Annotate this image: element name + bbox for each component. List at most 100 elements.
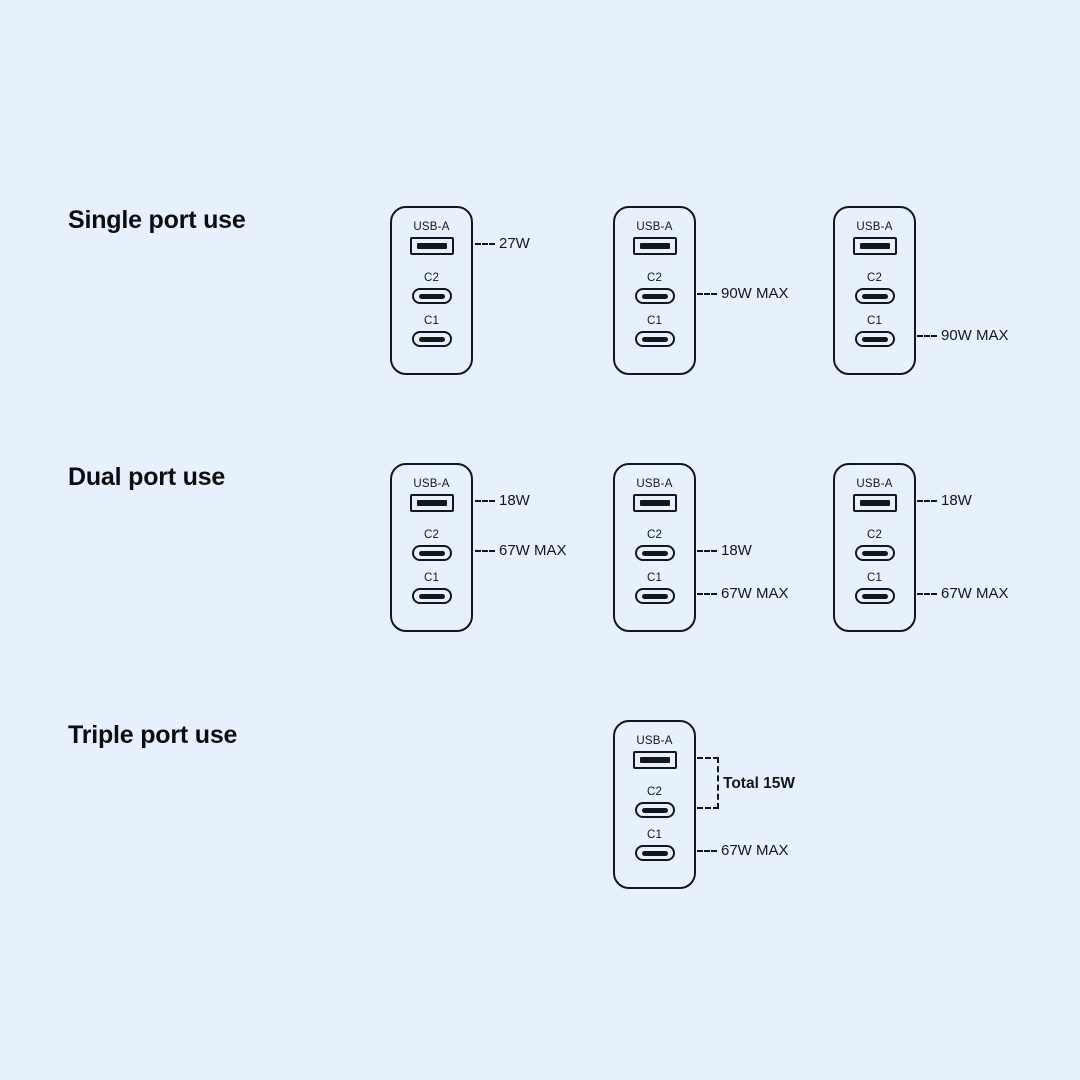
usb-c-pin xyxy=(641,807,668,813)
usb-c-pin xyxy=(641,593,668,599)
usb-a-port-label: USB-A xyxy=(636,735,673,747)
usb-c-pin xyxy=(861,293,888,299)
usb-c-pin xyxy=(641,293,668,299)
usb-c-port-icon xyxy=(411,331,452,347)
charger-dual-2: USB-A C2 C1 xyxy=(613,463,696,632)
usb-c-port-icon xyxy=(634,331,675,347)
dashed-connector xyxy=(917,593,937,595)
usb-c-port-icon xyxy=(411,588,452,604)
usb-a-port-group: USB-A xyxy=(852,477,897,512)
charger-dual-3: USB-A C2 C1 xyxy=(833,463,916,632)
section-title-dual-port: Dual port use xyxy=(68,463,226,491)
usb-a-port-group: USB-A xyxy=(632,220,677,255)
power-annotation-total: Total 15W xyxy=(723,775,795,793)
usb-a-pin xyxy=(639,757,670,763)
usb-a-port-label: USB-A xyxy=(856,221,893,233)
power-value: 67W MAX xyxy=(941,585,1009,602)
c2-port-label: C2 xyxy=(866,272,883,284)
usb-a-port-icon xyxy=(632,237,677,255)
usb-c2-port-group: C2 xyxy=(634,271,675,304)
usb-c-pin xyxy=(861,550,888,556)
usb-c2-port-group: C2 xyxy=(411,271,452,304)
dashed-connector xyxy=(697,850,717,852)
c1-port-label: C1 xyxy=(423,572,440,584)
power-value: 90W MAX xyxy=(721,285,789,302)
usb-c-port-icon xyxy=(411,288,452,304)
usb-c-pin xyxy=(418,336,445,342)
power-annotation: 67W MAX xyxy=(917,585,1009,603)
usb-a-pin xyxy=(859,500,890,506)
usb-c-pin xyxy=(418,293,445,299)
usb-a-pin xyxy=(859,243,890,249)
power-annotation: 27W xyxy=(475,235,530,253)
charger-single-2: USB-A C2 C1 xyxy=(613,206,696,375)
c2-port-label: C2 xyxy=(646,529,663,541)
dashed-connector xyxy=(697,550,717,552)
charger-single-3: USB-A C2 C1 xyxy=(833,206,916,375)
usb-c1-port-group: C1 xyxy=(854,571,895,604)
usb-c-pin xyxy=(641,550,668,556)
power-annotation: 18W xyxy=(697,542,752,560)
usb-c2-port-group: C2 xyxy=(854,271,895,304)
usb-a-pin xyxy=(416,500,447,506)
usb-c-port-icon xyxy=(634,288,675,304)
power-annotation: 90W MAX xyxy=(697,285,789,303)
usb-a-pin xyxy=(416,243,447,249)
dashed-connector xyxy=(917,500,937,502)
c2-port-label: C2 xyxy=(423,529,440,541)
usb-a-port-icon xyxy=(409,494,454,512)
usb-a-pin xyxy=(639,500,670,506)
bracket-bottom-connector xyxy=(697,807,719,809)
c2-port-label: C2 xyxy=(646,272,663,284)
usb-a-pin xyxy=(639,243,670,249)
usb-c2-port-group: C2 xyxy=(634,528,675,561)
power-value: 67W MAX xyxy=(721,585,789,602)
dashed-connector xyxy=(697,293,717,295)
usb-c-pin xyxy=(641,850,668,856)
usb-c-port-icon xyxy=(634,845,675,861)
dashed-connector xyxy=(475,500,495,502)
usb-a-port-label: USB-A xyxy=(413,221,450,233)
usb-a-port-icon xyxy=(852,237,897,255)
c1-port-label: C1 xyxy=(866,315,883,327)
usb-c1-port-group: C1 xyxy=(854,314,895,347)
c1-port-label: C1 xyxy=(646,572,663,584)
usb-a-port-icon xyxy=(409,237,454,255)
usb-a-port-group: USB-A xyxy=(852,220,897,255)
power-annotation: 67W MAX xyxy=(475,542,567,560)
usb-c1-port-group: C1 xyxy=(411,571,452,604)
usb-c-pin xyxy=(418,593,445,599)
bracket-vertical-connector xyxy=(717,757,719,809)
power-value: 27W xyxy=(499,235,530,252)
c1-port-label: C1 xyxy=(866,572,883,584)
usb-c-port-icon xyxy=(411,545,452,561)
usb-c-port-icon xyxy=(634,588,675,604)
usb-a-port-group: USB-A xyxy=(632,477,677,512)
charger-dual-1: USB-A C2 C1 xyxy=(390,463,473,632)
usb-a-port-icon xyxy=(852,494,897,512)
usb-a-port-label: USB-A xyxy=(636,221,673,233)
power-value: 90W MAX xyxy=(941,327,1009,344)
power-value: 18W xyxy=(499,492,530,509)
usb-c1-port-group: C1 xyxy=(634,571,675,604)
usb-c2-port-group: C2 xyxy=(854,528,895,561)
power-value: 67W MAX xyxy=(499,542,567,559)
charger-triple: USB-A C2 C1 xyxy=(613,720,696,889)
usb-a-port-group: USB-A xyxy=(409,477,454,512)
usb-c1-port-group: C1 xyxy=(411,314,452,347)
usb-c-pin xyxy=(861,336,888,342)
power-value: 67W MAX xyxy=(721,842,789,859)
power-annotation: 18W xyxy=(475,492,530,510)
usb-c2-port-group: C2 xyxy=(411,528,452,561)
usb-c-pin xyxy=(861,593,888,599)
usb-c1-port-group: C1 xyxy=(634,314,675,347)
dashed-connector xyxy=(475,243,495,245)
dashed-connector xyxy=(917,335,937,337)
usb-c-pin xyxy=(418,550,445,556)
usb-c2-port-group: C2 xyxy=(634,785,675,818)
c2-port-label: C2 xyxy=(646,786,663,798)
usb-a-port-group: USB-A xyxy=(409,220,454,255)
c1-port-label: C1 xyxy=(646,315,663,327)
section-title-triple-port: Triple port use xyxy=(68,721,238,749)
